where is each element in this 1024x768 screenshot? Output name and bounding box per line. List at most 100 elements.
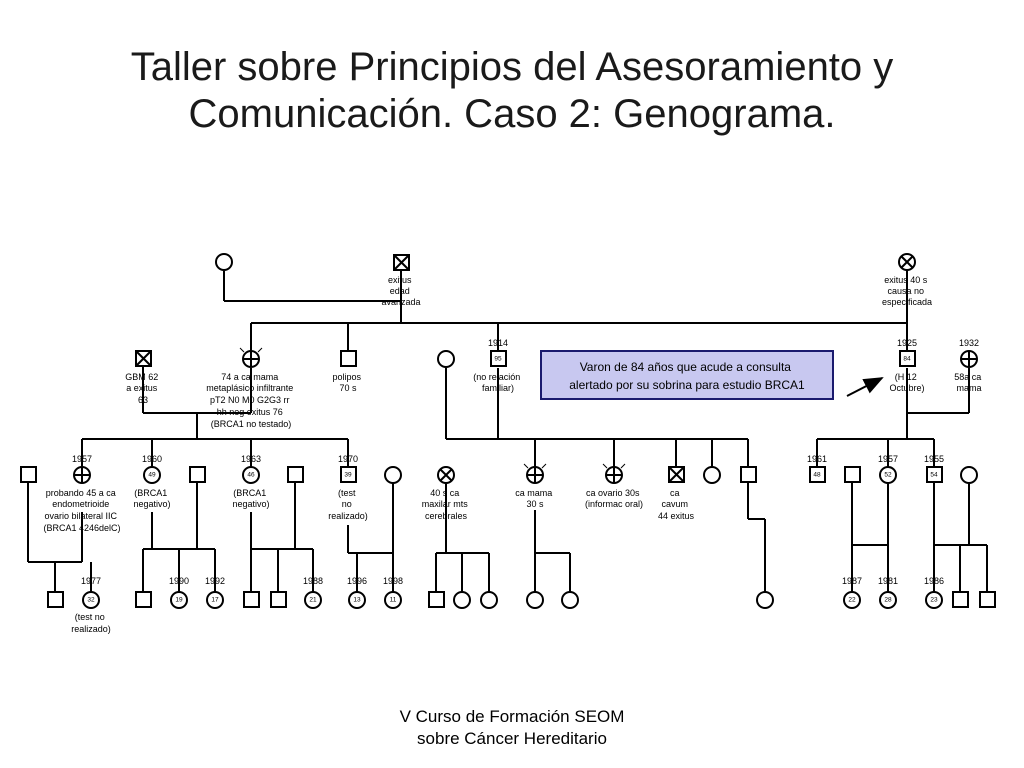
label-probando: probando 45 a ca endometrioide ovario bi… bbox=[43, 488, 120, 533]
year-1998: 1998 bbox=[383, 576, 403, 586]
female-symbol bbox=[480, 591, 498, 609]
male-symbol bbox=[490, 350, 507, 367]
title-line-1: Taller sobre Principios del Asesoramient… bbox=[130, 45, 894, 89]
label-exitus-40: exitus 40 s causa no especificada bbox=[882, 275, 932, 307]
year-1977: 1977 bbox=[81, 576, 101, 586]
male-symbol bbox=[428, 591, 445, 608]
year-1914: 1914 bbox=[488, 338, 508, 348]
label-test-no-realizado-2: (test no realizado) bbox=[71, 612, 111, 634]
title-line-2: Comunicación. Caso 2: Genograma. bbox=[188, 92, 836, 136]
relationship-lines bbox=[27, 270, 988, 592]
female-symbol bbox=[384, 591, 402, 609]
label-h12-octubre: (H 12 Octubre) bbox=[889, 372, 924, 393]
female-symbol bbox=[526, 591, 544, 609]
age-84: 84 bbox=[903, 356, 911, 363]
year-1955: 1955 bbox=[924, 454, 944, 464]
age-17: 17 bbox=[211, 597, 219, 604]
age-22: 22 bbox=[848, 597, 856, 604]
male-symbol bbox=[243, 591, 260, 608]
male-symbol bbox=[952, 591, 969, 608]
footer-line-2: sobre Cáncer Hereditario bbox=[417, 729, 607, 748]
year-1963: 1963 bbox=[241, 454, 261, 464]
deceased-female-symbol bbox=[898, 253, 916, 271]
female-symbol bbox=[960, 466, 978, 484]
year-1992: 1992 bbox=[205, 576, 225, 586]
label-brca-negativo-2: (BRCA1 negativo) bbox=[232, 488, 269, 509]
female-symbol bbox=[703, 466, 721, 484]
age-49: 49 bbox=[148, 472, 156, 479]
male-symbol bbox=[20, 466, 37, 483]
male-symbol bbox=[340, 466, 357, 483]
year-1932: 1932 bbox=[959, 338, 979, 348]
generation-3: 1957 probando 45 a ca endometrioide ovar… bbox=[20, 454, 978, 533]
female-symbol bbox=[756, 591, 774, 609]
female-symbol bbox=[925, 591, 943, 609]
label-no-relacion: (no relación familiar) bbox=[473, 372, 523, 393]
generation-4: 1977 32 (test no realizado) 1990 19 1992… bbox=[47, 576, 996, 634]
label-test-no-realizado: (test no realizado) bbox=[328, 488, 368, 521]
female-symbol bbox=[170, 591, 188, 609]
label-ca-cavum: ca cavum 44 exitus bbox=[658, 488, 695, 521]
male-symbol bbox=[189, 466, 206, 483]
age-48: 48 bbox=[813, 472, 821, 479]
label-ca-mama-30: ca mama 30 s bbox=[515, 488, 555, 509]
affected-deceased-female-symbol bbox=[523, 463, 547, 484]
female-symbol bbox=[143, 466, 161, 484]
year-1957: 1957 bbox=[72, 454, 92, 464]
female-symbol bbox=[437, 350, 455, 368]
female-symbol bbox=[453, 591, 471, 609]
year-1960: 1960 bbox=[142, 454, 162, 464]
female-symbol bbox=[843, 591, 861, 609]
year-1990: 1990 bbox=[169, 576, 189, 586]
age-39: 39 bbox=[344, 472, 352, 479]
age-32: 32 bbox=[87, 597, 95, 604]
male-symbol bbox=[270, 591, 287, 608]
male-symbol bbox=[844, 466, 861, 483]
label-polipos: polipos 70 s bbox=[332, 372, 363, 393]
footer-line-1: V Curso de Formación SEOM bbox=[399, 707, 625, 726]
female-symbol bbox=[206, 591, 224, 609]
male-symbol bbox=[135, 591, 152, 608]
year-1957b: 1957 bbox=[878, 454, 898, 464]
label-exitus-edad: exitus edad avanzada bbox=[381, 275, 420, 307]
deceased-male-symbol bbox=[135, 350, 152, 367]
male-symbol bbox=[926, 466, 943, 483]
callout-text: Varon de 84 años que acude a consulta al… bbox=[569, 360, 805, 392]
age-23: 23 bbox=[930, 597, 938, 604]
female-symbol bbox=[348, 591, 366, 609]
male-symbol bbox=[809, 466, 826, 483]
year-1987: 1987 bbox=[842, 576, 862, 586]
age-21: 21 bbox=[309, 597, 317, 604]
male-symbol bbox=[979, 591, 996, 608]
label-ca-mama-58: 58a ca mama bbox=[954, 372, 984, 393]
female-symbol bbox=[879, 466, 897, 484]
deceased-female-symbol bbox=[437, 466, 455, 484]
male-symbol bbox=[287, 466, 304, 483]
year-1996: 1996 bbox=[347, 576, 367, 586]
generation-1: exitus edad avanzada exitus 40 s causa n… bbox=[215, 253, 932, 307]
age-13: 13 bbox=[353, 597, 361, 604]
consultand-male-symbol bbox=[899, 350, 916, 367]
year-1925: 1925 bbox=[897, 338, 917, 348]
male-symbol bbox=[740, 466, 757, 483]
label-gbm: GBM 62 a exitus 63 bbox=[125, 372, 161, 405]
age-95: 95 bbox=[494, 356, 502, 363]
female-symbol bbox=[82, 591, 100, 609]
age-52: 52 bbox=[884, 472, 892, 479]
age-54: 54 bbox=[930, 472, 938, 479]
female-symbol bbox=[304, 591, 322, 609]
year-1981: 1981 bbox=[878, 576, 898, 586]
age-46: 46 bbox=[247, 472, 255, 479]
year-1961: 1961 bbox=[807, 454, 827, 464]
age-11: 11 bbox=[390, 597, 397, 604]
female-symbol bbox=[879, 591, 897, 609]
callout-arrow bbox=[846, 377, 884, 397]
year-1970: 1970 bbox=[338, 454, 358, 464]
female-symbol bbox=[384, 466, 402, 484]
male-symbol bbox=[340, 350, 357, 367]
age-28: 28 bbox=[884, 597, 892, 604]
proband-affected-female-symbol bbox=[73, 466, 91, 484]
label-ca-mama-74: 74 a ca mama metaplásico infiltrante pT2… bbox=[206, 372, 296, 429]
affected-deceased-female-symbol bbox=[239, 347, 263, 368]
